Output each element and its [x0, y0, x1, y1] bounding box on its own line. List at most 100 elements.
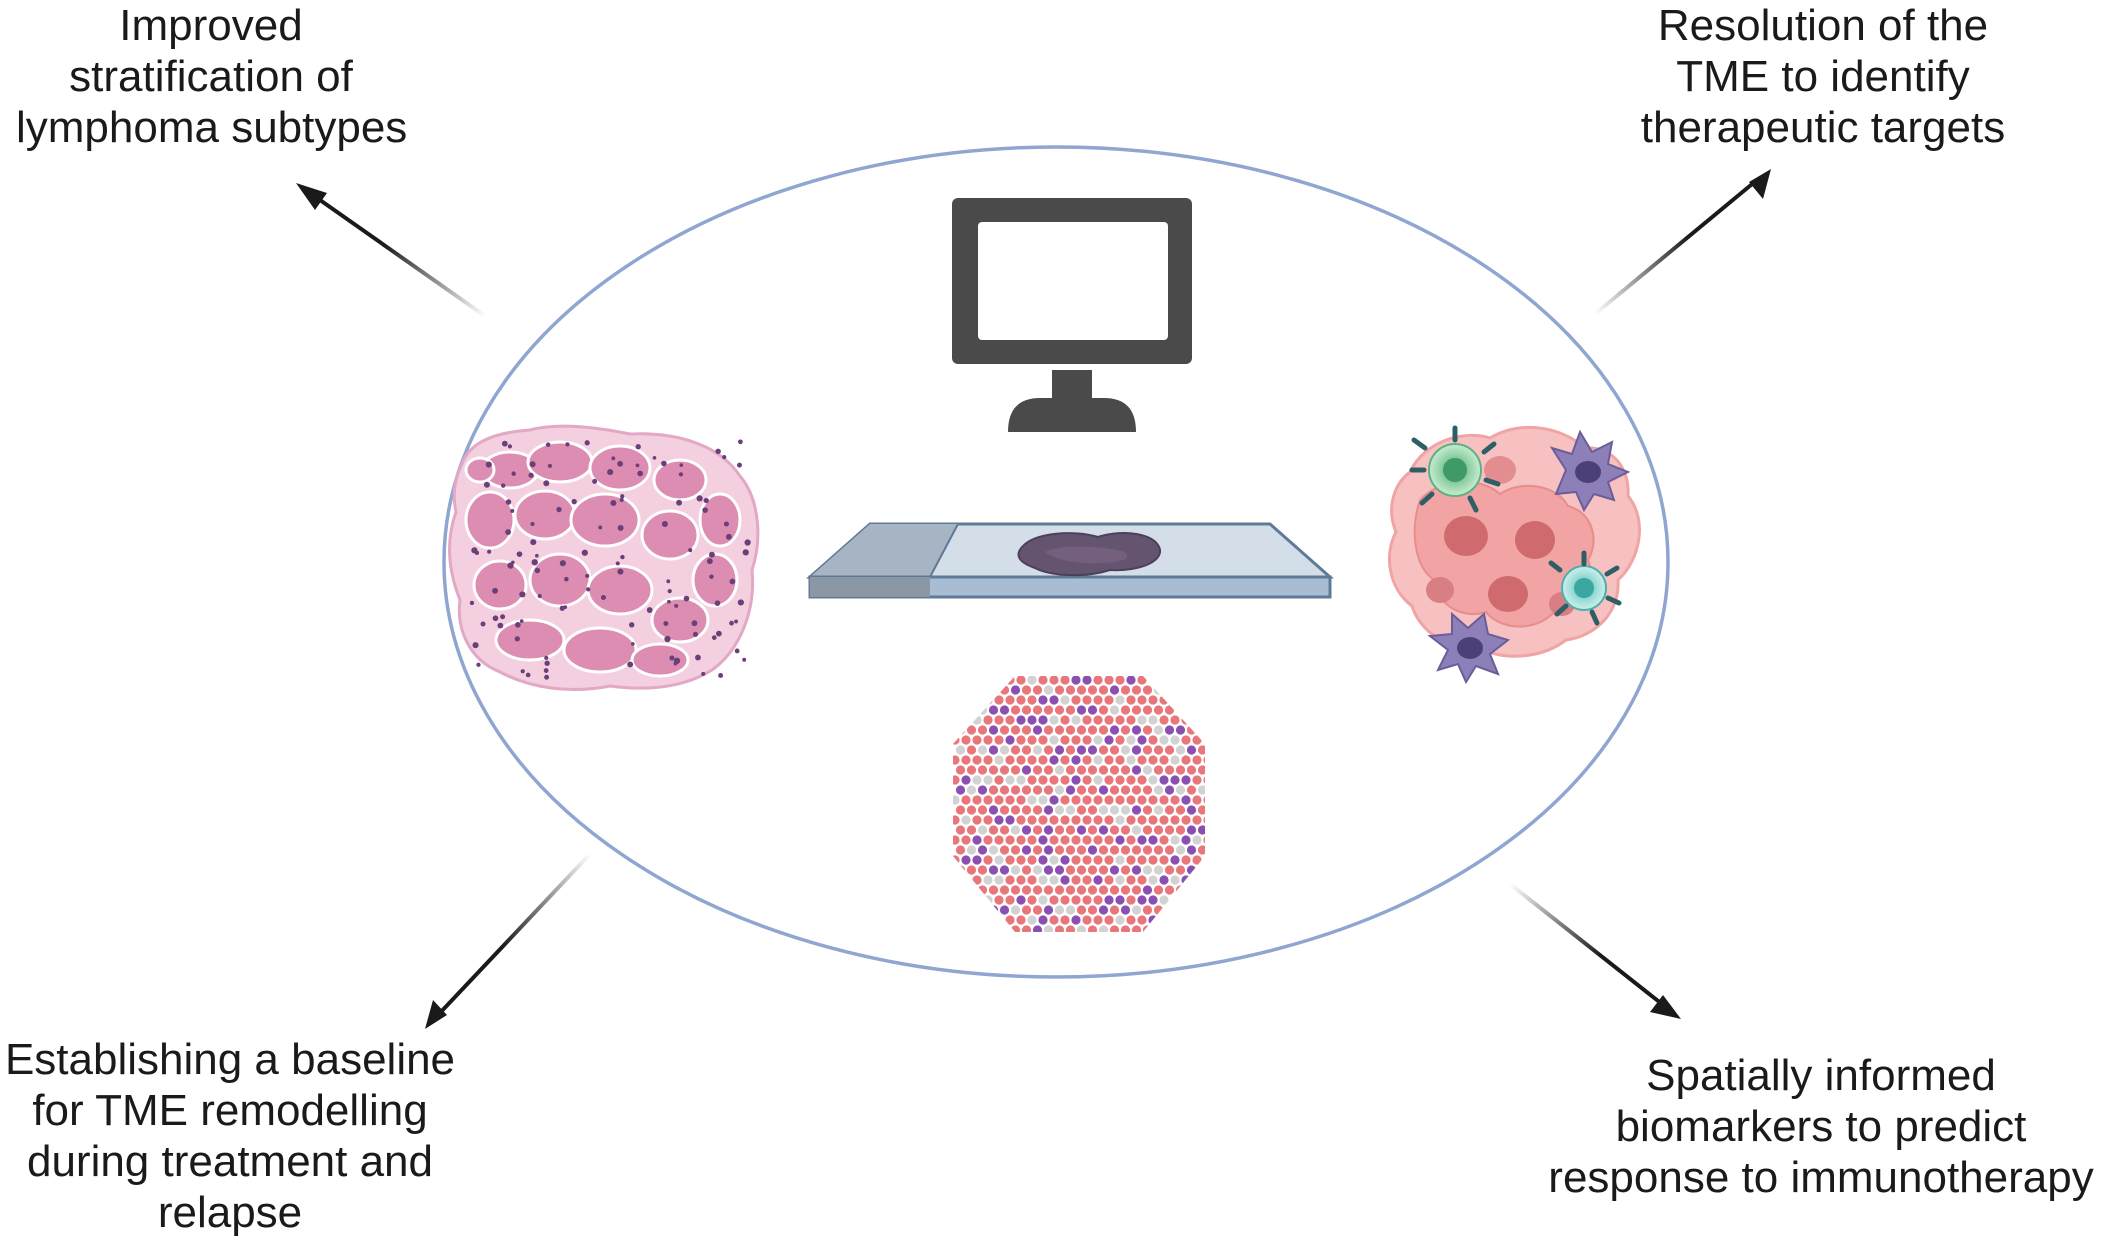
spot — [1038, 755, 1048, 765]
spot — [1104, 695, 1114, 705]
spot — [1010, 905, 1021, 915]
spot — [1120, 725, 1131, 735]
spot — [1109, 705, 1120, 715]
nucleus-dot — [530, 539, 537, 546]
spot — [1186, 685, 1197, 695]
nucleus-dot — [543, 668, 549, 673]
tissue-lobule — [464, 490, 516, 550]
spot — [1065, 765, 1076, 775]
spot — [1098, 845, 1109, 855]
spot — [983, 775, 993, 785]
spot — [1192, 895, 1202, 905]
central-ellipse — [442, 145, 1670, 979]
spot — [988, 745, 999, 755]
outcome-line: relapse — [157, 1188, 303, 1237]
spot — [1032, 805, 1043, 815]
spot — [1038, 895, 1048, 905]
spot — [1032, 765, 1043, 775]
spot — [1005, 915, 1015, 925]
spot — [1220, 925, 1229, 934]
spot — [1076, 745, 1087, 755]
spot — [1197, 745, 1205, 755]
spot — [1181, 815, 1191, 825]
spot — [1054, 745, 1065, 755]
spot — [1115, 715, 1125, 725]
spot — [953, 875, 960, 885]
spot — [1027, 795, 1037, 805]
spot — [1021, 865, 1032, 875]
spot — [1220, 865, 1229, 874]
spot — [1082, 855, 1092, 865]
spot — [1082, 895, 1092, 905]
spot — [1038, 915, 1048, 925]
spot — [955, 685, 966, 695]
spot — [1021, 785, 1032, 795]
spot — [1159, 755, 1169, 765]
glass-slide-icon — [806, 522, 1334, 599]
spot — [1175, 845, 1186, 855]
spot — [955, 765, 966, 775]
spot — [1203, 915, 1205, 925]
spot — [1175, 705, 1186, 715]
spot — [1021, 925, 1032, 932]
spot — [1159, 875, 1169, 885]
spot — [1043, 885, 1054, 895]
spot — [1087, 885, 1098, 895]
spot — [1181, 676, 1191, 685]
spot — [994, 895, 1004, 905]
spot — [1043, 705, 1054, 715]
nucleus-dot — [476, 662, 481, 667]
spot — [1131, 905, 1142, 915]
spot — [1032, 785, 1043, 795]
spot — [1032, 885, 1043, 895]
nucleus-dot — [708, 551, 715, 558]
spot — [1142, 905, 1153, 915]
spot — [1060, 755, 1070, 765]
spot — [1214, 875, 1223, 884]
nucleus-dot — [637, 470, 643, 477]
nucleus-dot — [485, 461, 492, 468]
spot — [961, 875, 971, 885]
spot — [1197, 845, 1205, 855]
spot — [1005, 835, 1015, 845]
spot — [988, 685, 999, 695]
nucleus-dot — [592, 478, 598, 484]
spot — [1126, 835, 1136, 845]
spot — [1164, 905, 1175, 915]
nucleus-dot — [729, 620, 734, 626]
he-tissue-section-icon — [448, 424, 760, 692]
spot — [972, 735, 982, 745]
spot — [1181, 895, 1191, 905]
spot — [1209, 885, 1218, 894]
spot — [961, 795, 971, 805]
nucleus-dot — [530, 521, 535, 527]
nucleus-dot — [500, 614, 506, 620]
spot — [1164, 785, 1175, 795]
spot — [1214, 855, 1223, 864]
spot — [977, 925, 988, 932]
nucleus-dot — [688, 548, 693, 553]
spot — [1142, 765, 1153, 775]
spot — [1065, 705, 1076, 715]
spot — [1142, 785, 1153, 795]
spot — [1049, 815, 1059, 825]
spot — [1153, 705, 1164, 715]
spot — [1115, 695, 1125, 705]
spot — [1175, 905, 1186, 915]
spot — [1032, 705, 1043, 715]
spot — [1120, 885, 1131, 895]
nucleus-dot — [620, 554, 625, 560]
spot — [1032, 685, 1043, 695]
nucleus-dot — [510, 508, 515, 514]
spot — [1209, 825, 1218, 834]
spot — [1181, 875, 1191, 885]
spot — [1109, 685, 1120, 695]
spot — [1043, 725, 1054, 735]
nucleus-dot — [516, 551, 523, 557]
spot — [1126, 815, 1136, 825]
nucleus-dot — [711, 635, 717, 640]
spot — [1010, 825, 1021, 835]
spot — [1027, 895, 1037, 905]
spot — [1032, 845, 1043, 855]
spot — [1071, 715, 1081, 725]
